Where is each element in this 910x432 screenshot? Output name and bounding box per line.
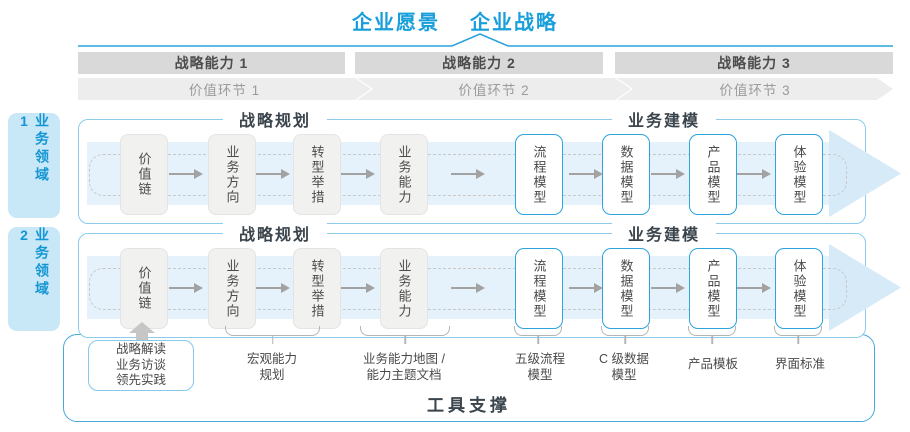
- strategy-input-box: 战略解读 业务访谈 领先实践: [88, 340, 194, 391]
- annotation-line: 战略解读: [115, 342, 166, 357]
- capability-bar-2: 战略能力 2: [355, 52, 603, 74]
- right-arrow-icon: [256, 168, 290, 180]
- vision-divider-line: [78, 33, 893, 47]
- right-arrow-icon: [256, 282, 290, 294]
- annotation-line: 宏观能力: [246, 352, 298, 366]
- flow-lane: 价值链业务方向转型举措业务能力 流程模型数据模型产品模型体验模型: [79, 234, 865, 337]
- enterprise-strategy-label: 企业战略: [470, 12, 558, 34]
- value-link-label: 价值环节 1: [188, 83, 261, 98]
- right-arrow-icon: [737, 282, 771, 294]
- bracket-capability-map: [360, 326, 450, 344]
- annotation-macro-capability: 宏观能力 规划: [247, 351, 297, 383]
- business-domain-1-row: 价值链业务方向转型举措业务能力 流程模型数据模型产品模型体验模型 战略规划 业务建…: [78, 106, 901, 224]
- right-arrow-icon: [737, 168, 771, 180]
- right-arrow-icon: [651, 168, 685, 180]
- flow-box-1: 价值链: [120, 134, 168, 215]
- strategic-planning-header: 战略规划: [222, 220, 328, 245]
- annotation-line: 业务能力地图 /: [363, 352, 445, 366]
- right-arrow-icon: [169, 282, 203, 294]
- strategic-planning-header: 战略规划: [222, 106, 328, 131]
- up-arrow-shaft: [136, 333, 148, 341]
- right-arrow-icon: [451, 168, 485, 180]
- flow-box-1: 价值链: [120, 248, 168, 329]
- flow-box-4: 业务能力: [380, 134, 428, 215]
- business-domain-1-label: 业务领域 1: [8, 113, 60, 218]
- flow-box-8: 体验模型: [775, 248, 823, 329]
- annotation-line: 能力主题文档: [366, 368, 442, 382]
- annotation-line: 领先实践: [115, 373, 166, 388]
- annotation-data-model: C 级数据 模型: [599, 351, 649, 383]
- annotation-ui-standard: 界面标准: [775, 356, 825, 372]
- business-modeling-header: 业务建模: [611, 106, 717, 131]
- tool-support-label: 工具支撑: [427, 396, 511, 415]
- bracket-process-model: [514, 326, 562, 344]
- annotation-line: 产品模板: [687, 357, 739, 371]
- flow-box-2: 业务方向: [208, 134, 256, 215]
- bracket-ui-standard: [774, 326, 822, 344]
- value-link-label: 价值环节 3: [719, 83, 791, 98]
- flow-box-4: 业务能力: [380, 248, 428, 329]
- capability-bar-3: 战略能力 3: [615, 52, 893, 74]
- capability-bar-label: 战略能力 1: [174, 55, 249, 71]
- bracket-product-template: [688, 326, 736, 344]
- value-link-label: 价值环节 2: [458, 83, 530, 98]
- right-arrow-icon: [341, 168, 375, 180]
- annotation-line: 业务访谈: [115, 357, 166, 372]
- flow-box-3: 转型举措: [293, 248, 341, 329]
- annotation-line: 模型: [611, 368, 637, 382]
- flow-box-3: 转型举措: [293, 134, 341, 215]
- annotation-line: C 级数据: [598, 352, 650, 366]
- annotation-product-template: 产品模板: [688, 356, 738, 372]
- dashed-pipeline-track: [89, 268, 847, 310]
- value-link-3: 价值环节 3: [617, 78, 893, 100]
- bracket-macro-capability: [225, 326, 320, 344]
- annotation-capability-map: 业务能力地图 / 能力主题文档: [363, 351, 445, 383]
- capability-bar-label: 战略能力 2: [442, 55, 516, 71]
- flow-box-7: 产品模型: [689, 134, 737, 215]
- flow-box-6: 数据模型: [602, 248, 650, 329]
- right-arrow-icon: [451, 282, 485, 294]
- right-arrow-icon: [569, 168, 603, 180]
- value-link-1: 价值环节 1: [78, 78, 371, 100]
- annotation-line: 界面标准: [774, 357, 826, 371]
- flow-box-5: 流程模型: [515, 248, 563, 329]
- diagram-title: 企业愿景 企业战略: [0, 6, 910, 35]
- annotation-line: 五级流程: [514, 352, 566, 366]
- right-arrow-icon: [341, 282, 375, 294]
- value-link-2: 价值环节 2: [357, 78, 631, 100]
- enterprise-vision-label: 企业愿景: [352, 12, 440, 34]
- business-domain-2-row: 价值链业务方向转型举措业务能力 流程模型数据模型产品模型体验模型 战略规划 业务建…: [78, 220, 901, 338]
- up-arrow-icon: [129, 322, 155, 333]
- flow-box-5: 流程模型: [515, 134, 563, 215]
- capability-bar-label: 战略能力 3: [717, 55, 791, 71]
- flow-box-8: 体验模型: [775, 134, 823, 215]
- annotation-line: 规划: [259, 368, 285, 382]
- flow-lane: 价值链业务方向转型举措业务能力 流程模型数据模型产品模型体验模型: [79, 120, 865, 223]
- dashed-pipeline-track: [89, 154, 847, 196]
- right-arrow-icon: [569, 282, 603, 294]
- annotation-process-model: 五级流程 模型: [515, 351, 565, 383]
- bracket-data-model: [601, 326, 649, 344]
- capability-bar-1: 战略能力 1: [78, 52, 345, 74]
- flow-box-2: 业务方向: [208, 248, 256, 329]
- annotation-line: 模型: [527, 368, 553, 382]
- business-domain-2-label: 业务领域 2: [8, 227, 60, 331]
- flow-box-6: 数据模型: [602, 134, 650, 215]
- right-arrow-icon: [169, 168, 203, 180]
- flow-box-7: 产品模型: [689, 248, 737, 329]
- business-modeling-header: 业务建模: [611, 220, 717, 245]
- right-arrow-icon: [651, 282, 685, 294]
